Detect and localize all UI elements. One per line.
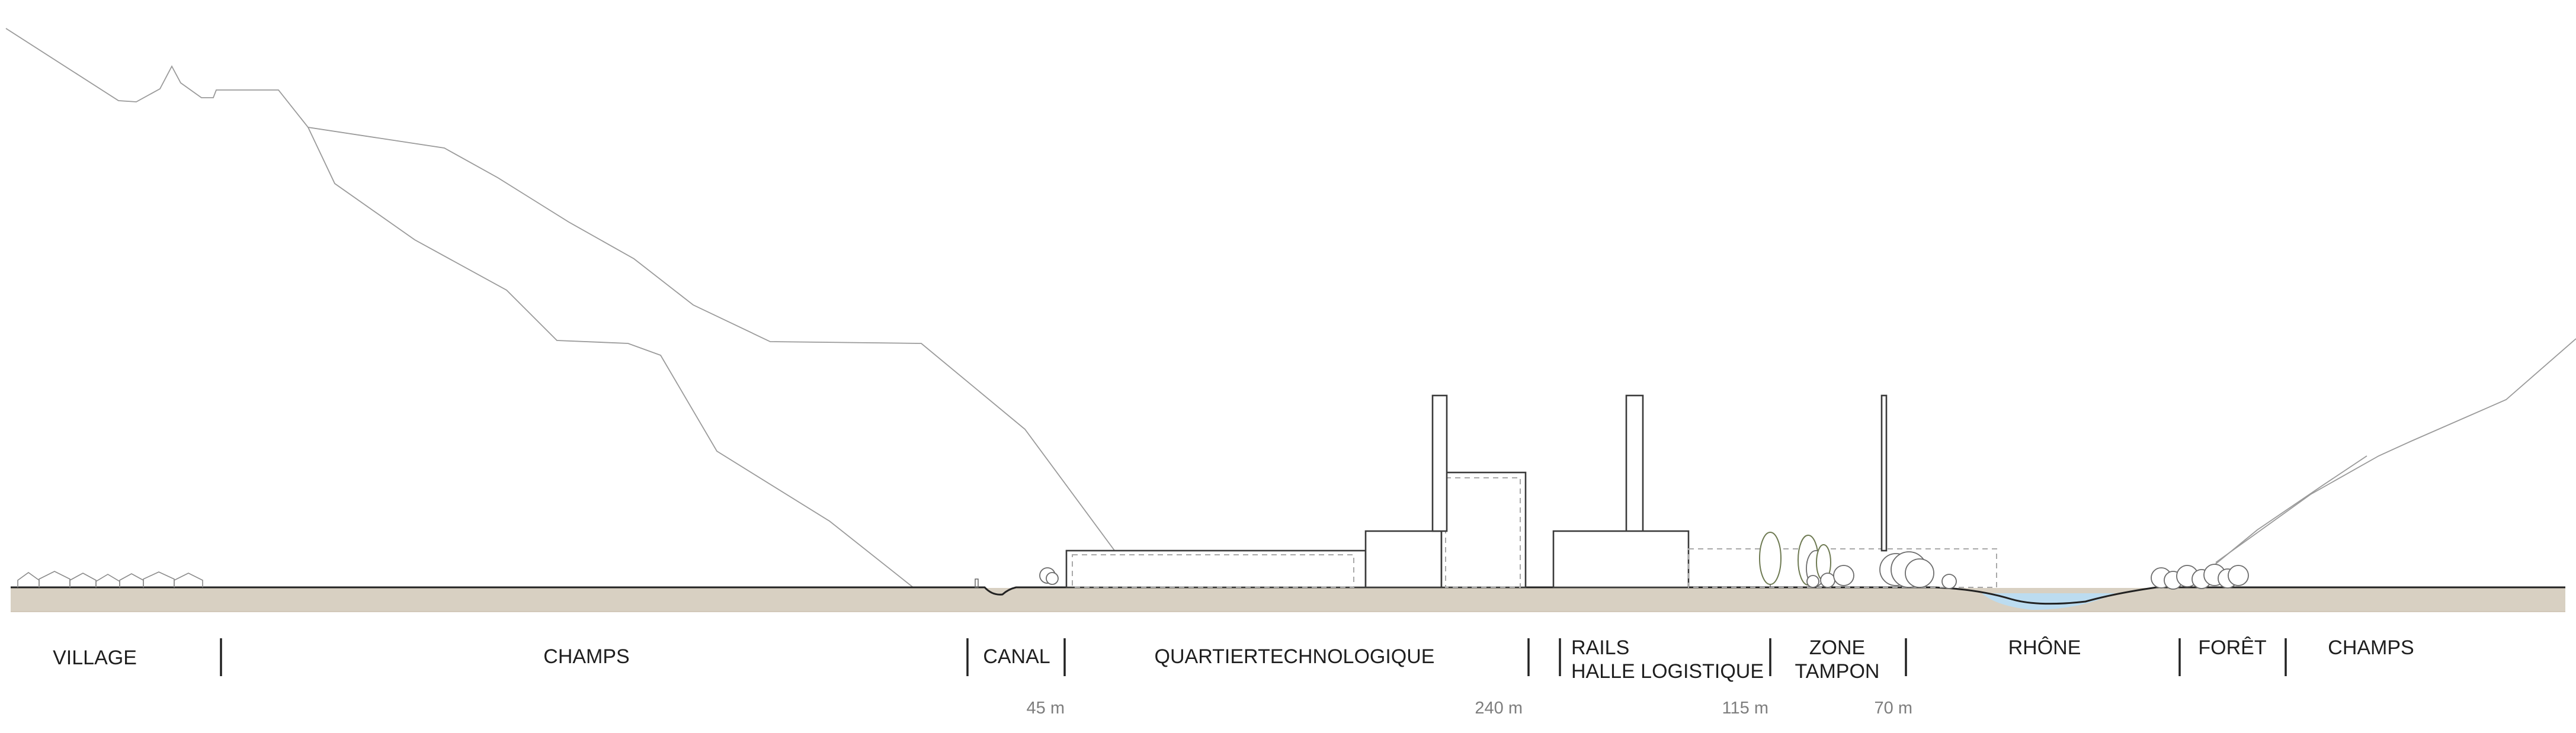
distance-rails: 115 m [1722, 699, 1768, 718]
mountain-right-inner [2191, 455, 2367, 584]
tech-chimney [1431, 394, 1448, 532]
zone-label-foret: FORÊT [2198, 636, 2266, 659]
canal-details [975, 567, 1059, 588]
distance-canal: 45 m [1027, 699, 1065, 718]
quartier-technologique-buildings [1065, 394, 1527, 589]
rhone-water [1982, 593, 2115, 610]
zone-label-village: VILLAGE [53, 647, 137, 669]
mountain-left-outer [5, 28, 1117, 554]
distance-quartier: 240 m [1475, 699, 1523, 718]
zone-label-champs-right: CHAMPS [2328, 636, 2414, 659]
foret-trees [2151, 564, 2249, 590]
distance-zone-tampon: 70 m [1875, 699, 1912, 718]
zone-dividers [220, 638, 2287, 676]
zone-tampon-trees [1759, 532, 1957, 589]
ground-line [11, 586, 2565, 605]
buffer-chimney [1880, 394, 1888, 552]
zone-label-champs-left: CHAMPS [543, 645, 629, 668]
distance-labels: 45 m 240 m 115 m 70 m [1027, 699, 1912, 718]
zone-label-rails: RAILS [1571, 636, 1629, 659]
tech-low-building [1065, 549, 1367, 589]
tech-tall-building [1440, 471, 1527, 589]
logistics-hall [1552, 530, 1690, 589]
zone-label-quartier-technologique: QUARTIERTECHNOLOGIQUE [1155, 645, 1435, 668]
village-houses [17, 571, 203, 587]
logistics-chimney [1625, 394, 1644, 533]
zone-label-halle-logistique: HALLE LOGISTIQUE [1571, 660, 1764, 683]
zone-label-rhone: RHÔNE [2008, 636, 2081, 659]
mountain-profiles [5, 28, 2576, 590]
tech-mid-building [1364, 530, 1443, 589]
halle-logistique-buildings [1552, 394, 1997, 589]
ground-band [11, 588, 2565, 612]
zone-label-canal: CANAL [983, 645, 1050, 668]
zone-label-tampon: TAMPON [1795, 660, 1880, 683]
mountain-right-outer [2215, 338, 2576, 563]
zone-labels: VILLAGE CHAMPS CANAL QUARTIERTECHNOLOGIQ… [53, 636, 2414, 683]
zone-label-zone: ZONE [1809, 636, 1865, 659]
mountain-left-inner [307, 127, 916, 590]
